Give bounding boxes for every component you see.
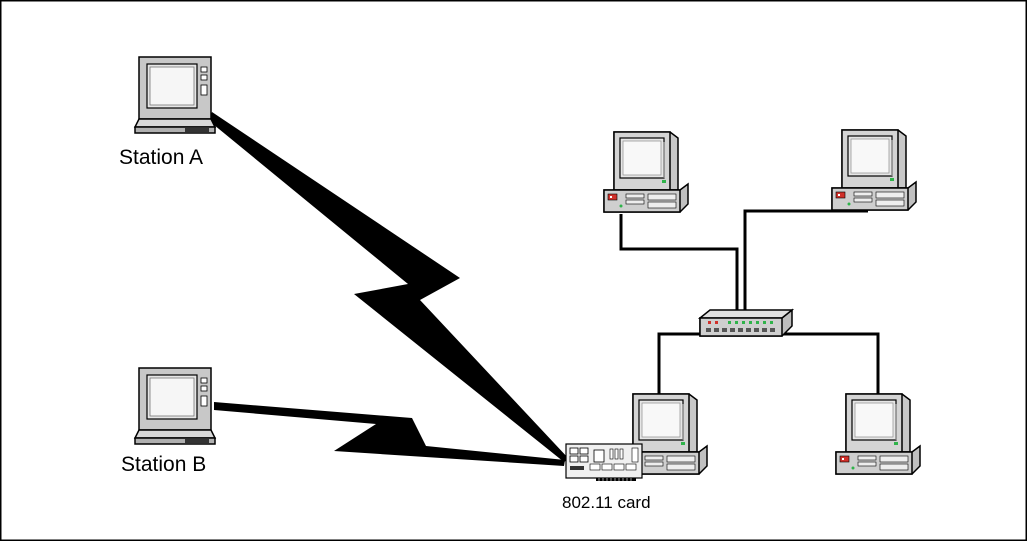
hub-icon	[697, 308, 795, 337]
desktop-icon-top-right	[831, 129, 917, 211]
desktop-icon-bottom-right	[835, 393, 921, 475]
desktop-icon-top-left	[603, 131, 689, 213]
cable-bottom-right	[780, 332, 880, 400]
cable-top-left	[619, 214, 739, 315]
cable-bottom-left	[657, 332, 700, 400]
laptop-icon	[134, 367, 216, 445]
network-card-label: 802.11 card	[562, 493, 651, 512]
wireless-link-station-b	[214, 402, 565, 466]
station-a-label: Station A	[119, 146, 204, 169]
station-b-label: Station B	[121, 453, 207, 476]
wireless-link-station-a	[208, 112, 569, 462]
network-card-icon	[565, 443, 643, 481]
laptop-icon	[134, 56, 216, 134]
cable-top-right	[743, 209, 868, 315]
wired-links	[619, 209, 880, 400]
